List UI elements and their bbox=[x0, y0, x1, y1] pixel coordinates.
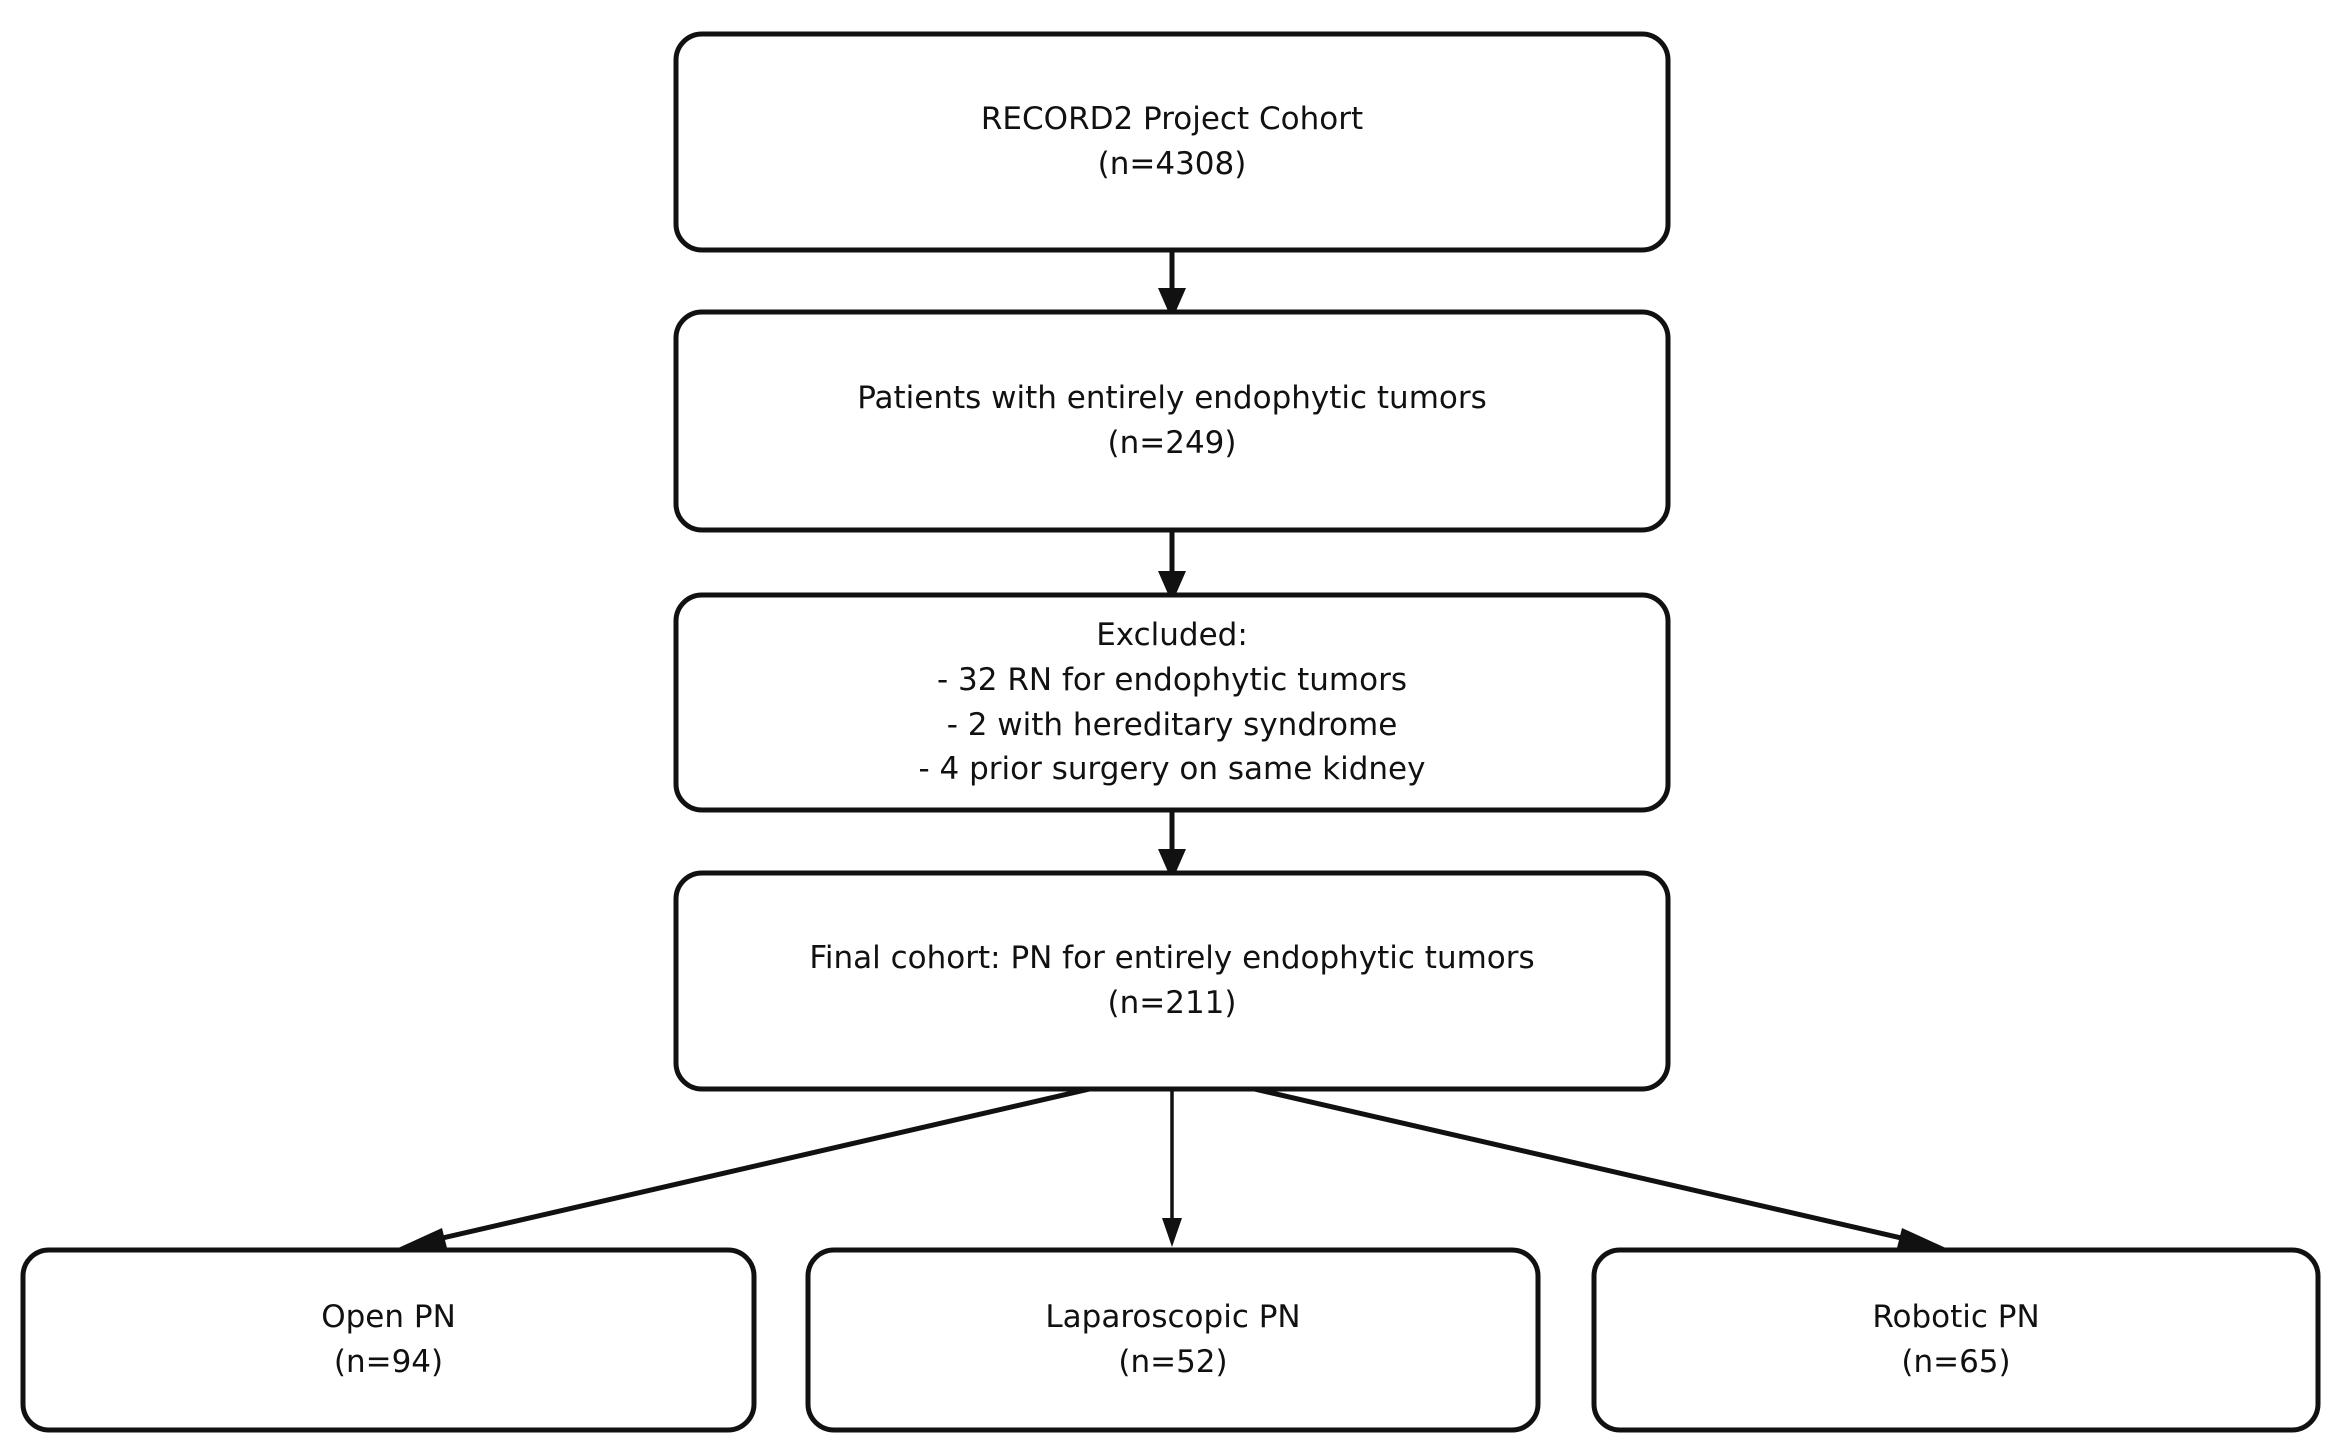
edge-final-cohort-to-open-pn bbox=[396, 1067, 1173, 1252]
record2-project-cohort-box bbox=[673, 31, 1671, 253]
edge-record2-to-endophytic bbox=[1158, 250, 1186, 320]
edge-final-cohort-to-laparoscopic-pn bbox=[1162, 1070, 1182, 1247]
final-cohort-box bbox=[673, 870, 1671, 1092]
laparoscopic-pn-box bbox=[805, 1247, 1541, 1433]
open-pn-box bbox=[20, 1247, 757, 1433]
excluded-box bbox=[673, 592, 1671, 813]
edge-final-cohort-to-robotic-pn bbox=[1171, 1067, 1948, 1252]
edge-endophytic-to-excluded bbox=[1158, 530, 1186, 603]
robotic-pn-box bbox=[1591, 1247, 2321, 1433]
edge-excluded-to-final-cohort bbox=[1158, 810, 1186, 881]
patients-entirely-endophytic-tumors-box bbox=[673, 309, 1671, 533]
